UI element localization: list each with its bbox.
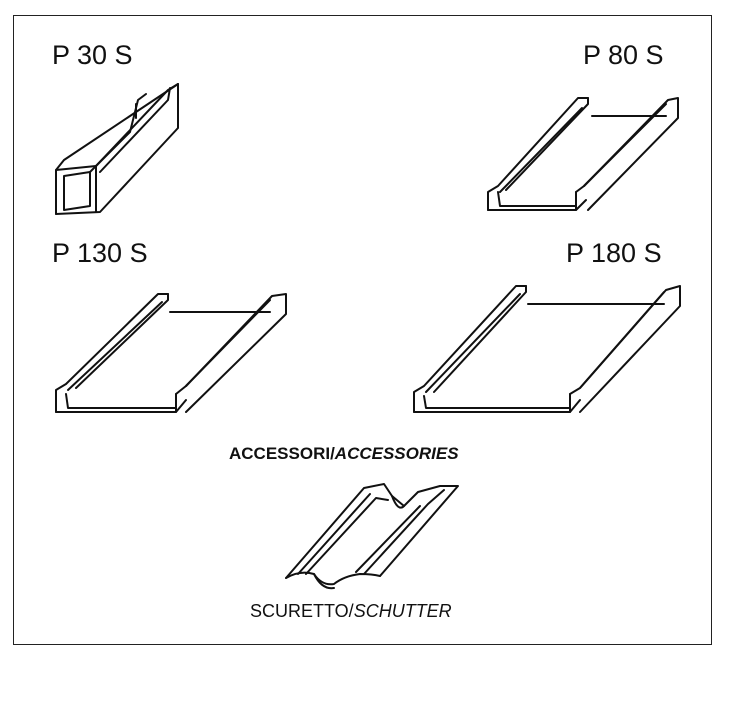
profile-p80s-drawing bbox=[487, 97, 679, 211]
accessories-heading-it: ACCESSORI/ bbox=[229, 444, 335, 463]
diagram-frame bbox=[13, 15, 712, 645]
profile-label-p30s: P 30 S bbox=[52, 40, 133, 70]
accessories-heading: ACCESSORI/ACCESSORIES bbox=[229, 444, 459, 464]
scuretto-caption-en: SCHUTTER bbox=[353, 601, 452, 621]
profile-p180s-drawing bbox=[413, 285, 681, 413]
profile-label-p180s: P 180 S bbox=[566, 238, 662, 268]
scuretto-caption-it: SCURETTO/ bbox=[250, 601, 354, 621]
profile-label-p130s: P 130 S bbox=[52, 238, 148, 268]
profile-label-p80s: P 80 S bbox=[583, 40, 664, 70]
accessories-heading-en: ACCESSORIES bbox=[334, 444, 459, 463]
scuretto-caption: SCURETTO/SCHUTTER bbox=[250, 601, 452, 622]
profile-p130s-drawing bbox=[55, 293, 287, 413]
profile-p30s-drawing bbox=[55, 83, 179, 215]
scuretto-drawing bbox=[285, 483, 459, 590]
